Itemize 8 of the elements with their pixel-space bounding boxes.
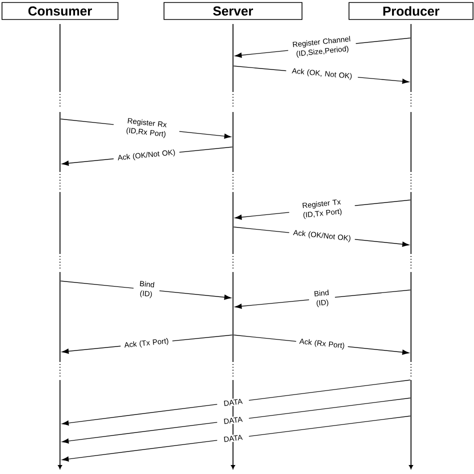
lifeline — [408, 24, 414, 470]
message-arrow — [62, 416, 411, 462]
message-arrow — [62, 380, 411, 426]
participant-box: Consumer — [2, 2, 118, 20]
participant-box: Producer — [348, 2, 474, 20]
participant-box: Server — [164, 2, 302, 20]
lifeline — [58, 24, 62, 470]
message-arrow — [62, 398, 411, 444]
